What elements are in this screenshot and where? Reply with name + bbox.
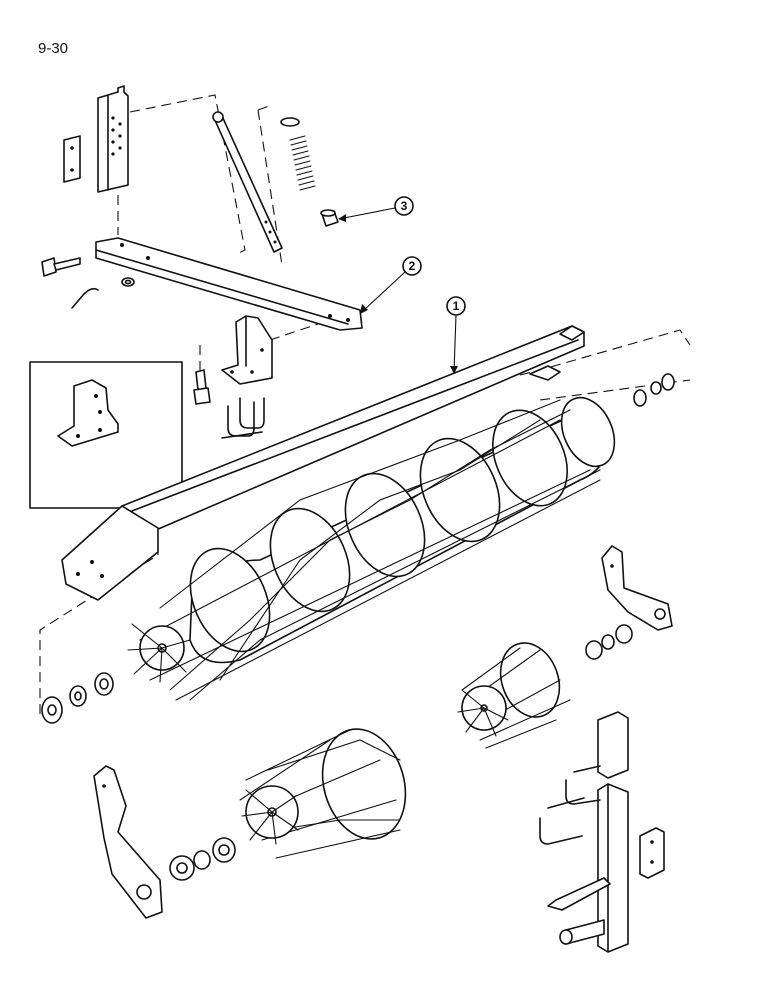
vertical-standard-post (547, 711, 629, 953)
left-lower-bracket (93, 765, 163, 919)
callout-1-label: 1 (453, 299, 460, 313)
u-bolts (221, 397, 265, 439)
right-mid-bearing-stack (585, 624, 633, 660)
callout-3: 3 (338, 196, 414, 222)
carriage-bolt (193, 369, 211, 405)
cross-arm (95, 237, 363, 331)
standard-clamp-plate (639, 827, 665, 879)
callout-2: 2 (360, 256, 422, 314)
backing-plate (63, 135, 81, 183)
inset-detail-box (29, 361, 183, 509)
left-bearing-stack (41, 672, 114, 724)
lower-bearing-stack (169, 837, 236, 881)
right-link-bracket (601, 545, 673, 631)
beam-end-plate (61, 505, 159, 601)
compression-spring (280, 117, 316, 191)
upper-mounting-bracket (97, 85, 129, 193)
page-number: 9-30 (38, 40, 69, 57)
long-roller-cage (127, 396, 616, 701)
spacer-bushing (121, 277, 135, 287)
medium-roller-cage (239, 728, 407, 859)
callout-3-label: 3 (401, 199, 408, 213)
center-angle-bracket (221, 315, 273, 385)
bushing (320, 209, 339, 227)
callout-2-label: 2 (409, 259, 416, 273)
adjustment-rod (212, 111, 283, 253)
hairpin-clip (71, 287, 99, 309)
right-top-bearing-stack (633, 373, 675, 407)
pin (41, 257, 81, 277)
callout-1: 1 (446, 296, 466, 374)
standard-u-bolts (539, 765, 601, 845)
main-frame-beam (121, 325, 585, 531)
small-roller-cage (457, 642, 571, 749)
right-beam-bracket (529, 365, 561, 381)
